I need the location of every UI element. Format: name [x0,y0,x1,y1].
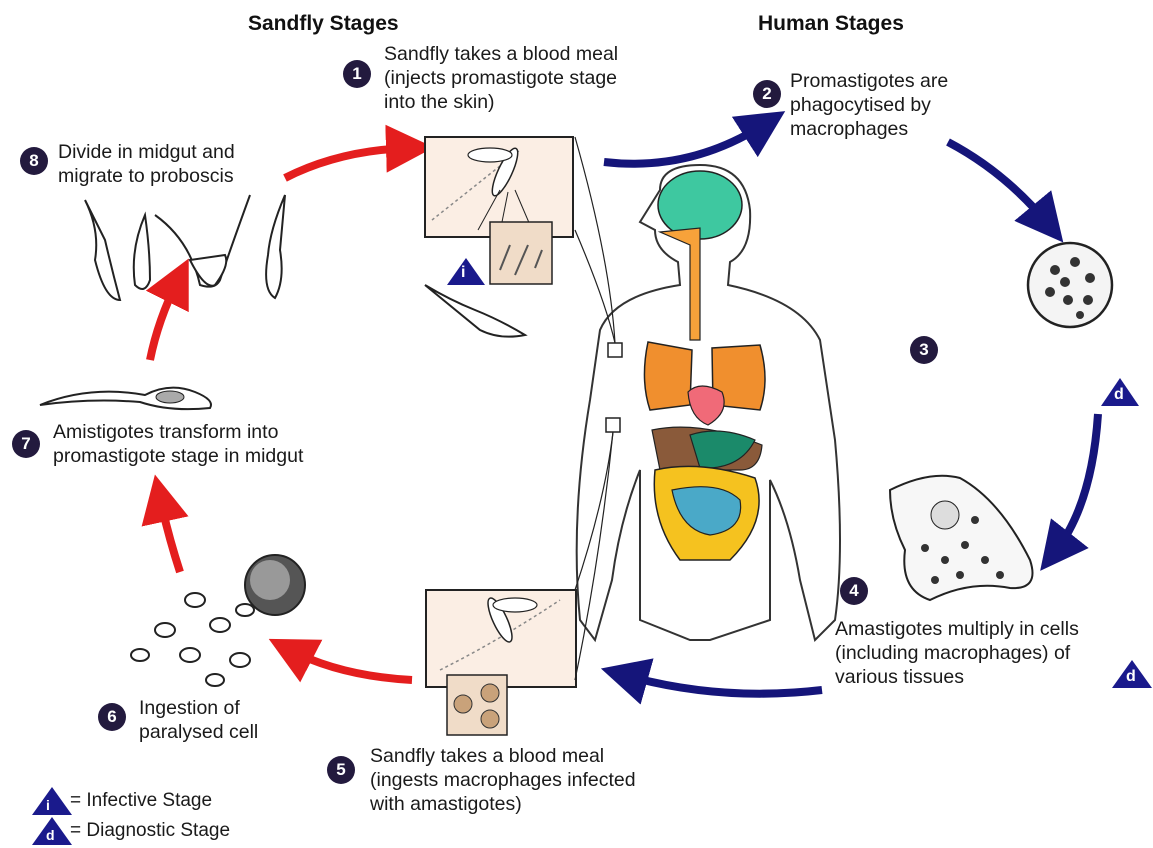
step-3-badge: 3 [910,336,938,364]
step-4-text: Amastigotes multiply in cells (including… [835,617,1079,689]
arrow-7-to-8 [150,280,178,360]
step-5-text: Sandfly takes a blood meal (ingests macr… [370,744,636,816]
sandfly-stages-header: Sandfly Stages [248,12,399,36]
sandfly-feeding-illustration-top [425,137,573,284]
step-1-text: Sandfly takes a blood meal (injects prom… [384,42,618,114]
midgut-promastigote-illustration [40,388,211,409]
arrow-1-to-2 [604,124,765,164]
step-6-badge: 6 [98,703,126,731]
step-2-badge: 2 [753,80,781,108]
arrow-3-to-4 [1055,414,1098,552]
human-body-illustration [575,137,840,680]
step-5-badge: 5 [327,756,355,784]
step-6-text: Ingestion of paralysed cell [139,696,258,744]
sandfly-feeding-illustration-bottom [426,590,576,735]
arrow-8-to-1 [285,148,410,178]
diagnostic-marker-letter: d [1114,384,1124,406]
step-8-text: Divide in midgut and migrate to probosci… [58,140,235,188]
legend-diagnostic-letter: d [46,824,55,846]
diagnostic-marker-letter-2: d [1126,666,1136,688]
ingested-cells-illustration [131,555,305,686]
legend-infective-icon [32,787,72,815]
legend-infective-letter: i [46,794,50,816]
arrow-2-to-3 [948,142,1048,224]
step-2-text: Promastigotes are phagocytised by macrop… [790,69,948,141]
step-8-badge: 8 [20,147,48,175]
infective-stage-marker-icon [447,258,485,285]
step-1-badge: 1 [343,60,371,88]
arrow-4-to-5 [624,675,822,694]
legend-diagnostic-text: = Diagnostic Stage [70,820,230,842]
step-7-badge: 7 [12,430,40,458]
arrow-5-to-6 [290,650,412,680]
step-7-text: Amistigotes transform into promastigote … [53,420,303,468]
step-4-badge: 4 [840,577,868,605]
macrophage-illustration [1028,243,1112,327]
arrow-6-to-7 [160,498,180,572]
legend-infective-text: = Infective Stage [70,790,212,812]
human-stages-header: Human Stages [758,12,904,36]
infective-marker-letter: i [461,262,465,284]
infected-tissue-cell-illustration [890,476,1033,600]
